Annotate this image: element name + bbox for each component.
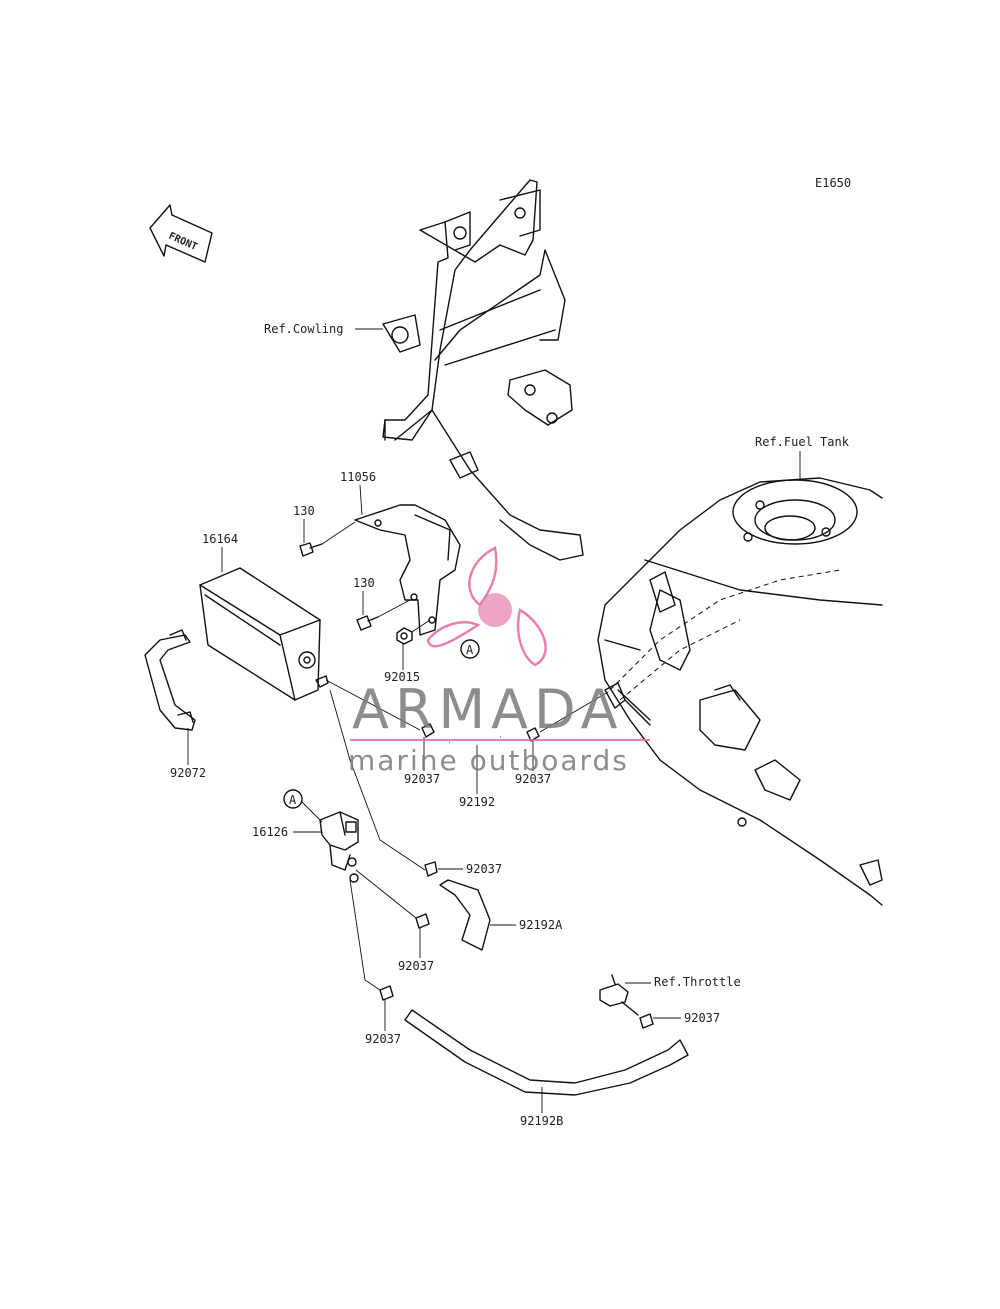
watermark-brand: ARMADA (352, 678, 624, 741)
label-92037-d: 92037 (398, 928, 434, 973)
clamp-92037-b (526, 727, 540, 742)
clamp-92037-e (379, 985, 394, 1001)
svg-text:Ref.Throttle: Ref.Throttle (654, 975, 741, 989)
svg-text:92192A: 92192A (519, 918, 563, 932)
front-arrow-label: FRONT (167, 231, 199, 253)
svg-text:11056: 11056 (340, 470, 376, 484)
svg-text:92015: 92015 (384, 670, 420, 684)
throttle-fitting (599, 974, 639, 1016)
svg-text:16164: 16164 (202, 532, 238, 546)
label-92037-b: 92037 (515, 741, 551, 786)
label-ref-cowling: Ref.Cowling (264, 322, 383, 336)
svg-text:130: 130 (293, 504, 315, 518)
frame-bracket (382, 179, 584, 561)
marker-a-1-label: A (466, 643, 474, 657)
watermark: ARMADA marine outboards (348, 546, 650, 777)
svg-text:Ref.Cowling: Ref.Cowling (264, 322, 343, 336)
label-92192B: 92192B (520, 1087, 563, 1128)
marker-a-2-label: A (289, 793, 297, 807)
svg-text:92037: 92037 (365, 1032, 401, 1046)
marker-a-1: A (460, 639, 480, 659)
label-92037-f: 92037 (653, 1011, 720, 1025)
svg-text:Ref.Fuel Tank: Ref.Fuel Tank (755, 435, 850, 449)
bolt-130-upper (299, 521, 356, 557)
label-92015: 92015 (384, 644, 420, 684)
watermark-tagline: marine outboards (348, 744, 629, 777)
label-ref-throttle: Ref.Throttle (625, 975, 741, 989)
svg-text:92037: 92037 (466, 862, 502, 876)
svg-text:16126: 16126 (252, 825, 288, 839)
clamp-92037-f (639, 1013, 654, 1029)
svg-text:92037: 92037 (515, 772, 551, 786)
nut-92015 (396, 619, 431, 645)
fuel-tank (597, 477, 883, 906)
label-92072: 92072 (170, 728, 206, 780)
marker-a-2: A (283, 789, 323, 823)
label-130-b: 130 (353, 576, 375, 615)
label-92037-e: 92037 (365, 1000, 401, 1046)
strap-92072 (144, 629, 196, 731)
bracket-11056 (354, 504, 461, 636)
svg-text:92037: 92037 (684, 1011, 720, 1025)
svg-text:130: 130 (353, 576, 375, 590)
propeller-logo-icon (426, 546, 547, 667)
clamp-92037-c (424, 861, 438, 877)
label-16164: 16164 (202, 532, 238, 572)
clamp-92037-a (421, 723, 435, 738)
label-92192A: 92192A (490, 918, 563, 932)
valve-16126 (319, 811, 359, 883)
clamp-92037-d (415, 913, 430, 929)
svg-text:92037: 92037 (398, 959, 434, 973)
label-92037-a: 92037 (404, 737, 440, 786)
label-92192: 92192 (459, 745, 495, 809)
label-ref-fuel-tank: Ref.Fuel Tank (755, 435, 850, 480)
diagram-code: E1650 (815, 176, 851, 190)
label-130-a: 130 (293, 504, 315, 543)
bolt-130-lower (356, 599, 411, 631)
label-92037-c: 92037 (438, 862, 502, 876)
label-16126: 16126 (252, 825, 322, 839)
front-arrow-icon: FRONT (149, 204, 213, 263)
svg-text:92037: 92037 (404, 772, 440, 786)
svg-text:92192B: 92192B (520, 1114, 563, 1128)
hose-92192B (404, 1009, 689, 1096)
svg-text:92072: 92072 (170, 766, 206, 780)
hose-92192A (439, 879, 491, 951)
label-11056: 11056 (340, 470, 376, 516)
canister-16164 (199, 567, 329, 701)
svg-text:92192: 92192 (459, 795, 495, 809)
